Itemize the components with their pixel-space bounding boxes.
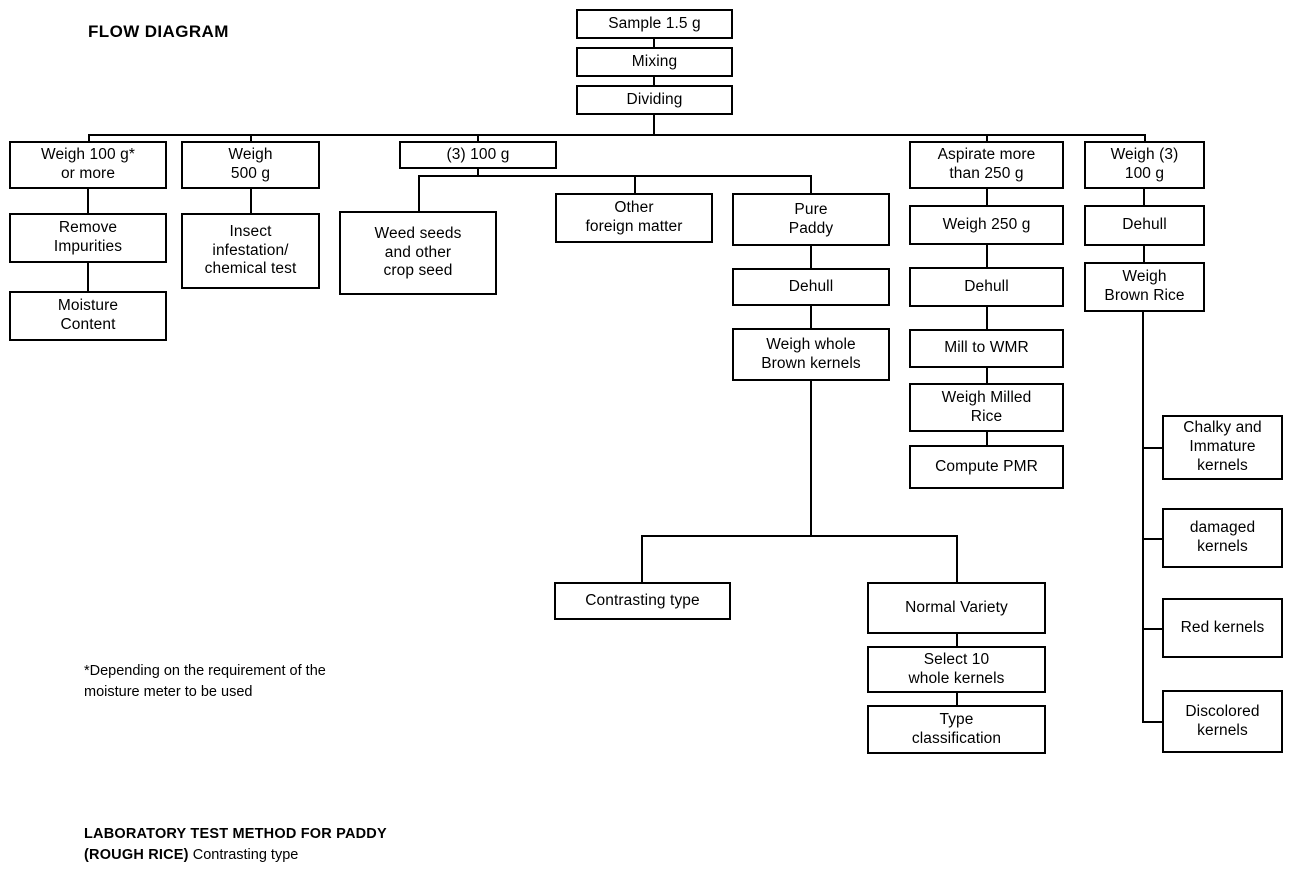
node-mixing[interactable]: Mixing <box>576 47 733 77</box>
node-contrasting-type[interactable]: Contrasting type <box>554 582 731 620</box>
node-remove-impurities[interactable]: Remove Impurities <box>9 213 167 263</box>
main-bus <box>88 134 1145 136</box>
node-weigh3-100g[interactable]: Weigh (3) 100 g <box>1084 141 1205 189</box>
node-weigh-milled-rice[interactable]: Weigh Milled Rice <box>909 383 1064 432</box>
node-select-10-kernels[interactable]: Select 10 whole kernels <box>867 646 1046 693</box>
node-three-100g[interactable]: (3) 100 g <box>399 141 557 169</box>
connector-weigh3-dehull <box>1143 189 1145 205</box>
footnote-moisture-meter: *Depending on the requirement of the moi… <box>84 663 326 701</box>
connector-normal-select10 <box>956 634 958 646</box>
connector-mixing-dividing <box>653 77 655 86</box>
connector-weigh500-insect <box>250 189 252 213</box>
node-type-classification[interactable]: Type classification <box>867 705 1046 754</box>
connector-weigh100-remove <box>87 189 89 213</box>
kernel-stub-damaged <box>1142 538 1163 540</box>
subbus-three100 <box>418 175 812 177</box>
node-dehull-250[interactable]: Dehull <box>909 267 1064 307</box>
node-sample[interactable]: Sample 1.5 g <box>576 9 733 39</box>
caption: LABORATORY TEST METHOD FOR PADDY (ROUGH … <box>84 824 387 866</box>
node-weigh-500g[interactable]: Weigh 500 g <box>181 141 320 189</box>
classbus-drop-contrasting <box>641 535 643 582</box>
node-weed-seeds[interactable]: Weed seeds and other crop seed <box>339 211 497 295</box>
node-mill-to-wmr[interactable]: Mill to WMR <box>909 329 1064 368</box>
node-moisture-content[interactable]: Moisture Content <box>9 291 167 341</box>
bus-drop-weigh500 <box>250 134 252 142</box>
kernel-stub-red <box>1142 628 1163 630</box>
node-dehull-paddy[interactable]: Dehull <box>732 268 890 306</box>
node-pure-paddy[interactable]: Pure Paddy <box>732 193 890 246</box>
connector-dehull-weighwhole <box>810 306 812 328</box>
connector-dividing-bus <box>653 115 655 136</box>
connector-weighmilled-computepmr <box>986 432 988 445</box>
node-other-foreign-matter[interactable]: Other foreign matter <box>555 193 713 243</box>
subbus-drop-pure-paddy <box>810 175 812 193</box>
bus-drop-three100 <box>477 134 479 142</box>
kernel-stub-chalky <box>1142 447 1163 449</box>
node-compute-pmr[interactable]: Compute PMR <box>909 445 1064 489</box>
connector-aspirate-weigh250 <box>986 189 988 205</box>
connector-dehull-weighbrownrice <box>1143 246 1145 262</box>
node-weigh-250g[interactable]: Weigh 250 g <box>909 205 1064 245</box>
kernel-spine <box>1142 312 1144 722</box>
caption-contrasting-type: Contrasting type <box>188 847 299 864</box>
subbus-drop-weed <box>418 175 420 211</box>
connector-sample-mixing <box>653 39 655 48</box>
connector-weigh250-dehull <box>986 245 988 267</box>
node-weigh-whole-brown-kernels[interactable]: Weigh whole Brown kernels <box>732 328 890 381</box>
classbus-drop-normal <box>956 535 958 582</box>
connector-purepaddy-dehull <box>810 246 812 268</box>
node-normal-variety[interactable]: Normal Variety <box>867 582 1046 634</box>
node-discolored-kernels[interactable]: Discolored kernels <box>1162 690 1283 753</box>
connector-remove-moisture <box>87 263 89 291</box>
connector-mill-weighmilled <box>986 368 988 383</box>
connector-three100-subbus <box>477 169 479 177</box>
bus-drop-weigh100 <box>88 134 90 142</box>
node-dehull-brown[interactable]: Dehull <box>1084 205 1205 246</box>
kernel-stub-discolored <box>1142 721 1163 723</box>
node-weigh-brown-rice[interactable]: Weigh Brown Rice <box>1084 262 1205 312</box>
node-weigh-100g[interactable]: Weigh 100 g* or more <box>9 141 167 189</box>
bus-drop-aspirate <box>986 134 988 142</box>
node-dividing[interactable]: Dividing <box>576 85 733 115</box>
node-red-kernels[interactable]: Red kernels <box>1162 598 1283 658</box>
node-damaged-kernels[interactable]: damaged kernels <box>1162 508 1283 568</box>
connector-weighwhole-classbus <box>810 381 812 535</box>
node-chalky-immature-kernels[interactable]: Chalky and Immature kernels <box>1162 415 1283 480</box>
node-aspirate[interactable]: Aspirate more than 250 g <box>909 141 1064 189</box>
subbus-drop-foreign <box>634 175 636 193</box>
connector-select10-typeclass <box>956 693 958 705</box>
page-title: FLOW DIAGRAM <box>88 22 229 41</box>
classification-bus <box>641 535 958 537</box>
caption-line-1: LABORATORY TEST METHOD FOR PADDY <box>84 826 387 842</box>
bus-drop-weigh3-100 <box>1144 134 1146 142</box>
caption-line-2: (ROUGH RICE) Contrasting type <box>84 845 387 866</box>
connector-dehull250-mill <box>986 307 988 329</box>
caption-rough-rice: (ROUGH RICE) <box>84 847 189 864</box>
node-insect-test[interactable]: Insect infestation/ chemical test <box>181 213 320 289</box>
